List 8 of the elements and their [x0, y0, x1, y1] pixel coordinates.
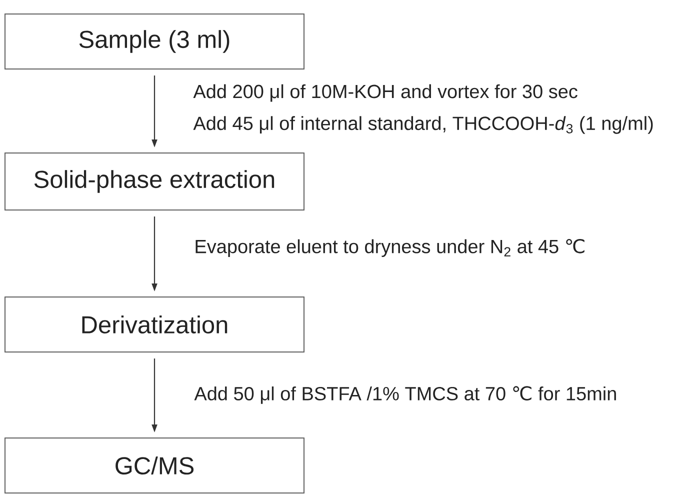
annotation-text: Add 50 μl of BSTFA /1% TMCS at 70 ℃ for 15min	[194, 386, 616, 404]
annotation-text: Evaporate eluent to dryness under N$_{2}$ at 45 ℃	[196, 238, 584, 258]
annotation-text: Add 200 μl of 10M-KOH and vortex for 30 sec	[193, 84, 578, 102]
annotation-text: Add 45 μl of internal standard, THCCOOH-d$_{3}$ (1 ng/ml)	[193, 116, 653, 134]
process-box: Sample (3 ml)	[4, 14, 304, 70]
process-box: Solid-phase extraction	[4, 152, 304, 210]
process-box: GC/MS	[4, 438, 304, 494]
process-box: Derivatization	[4, 296, 304, 352]
